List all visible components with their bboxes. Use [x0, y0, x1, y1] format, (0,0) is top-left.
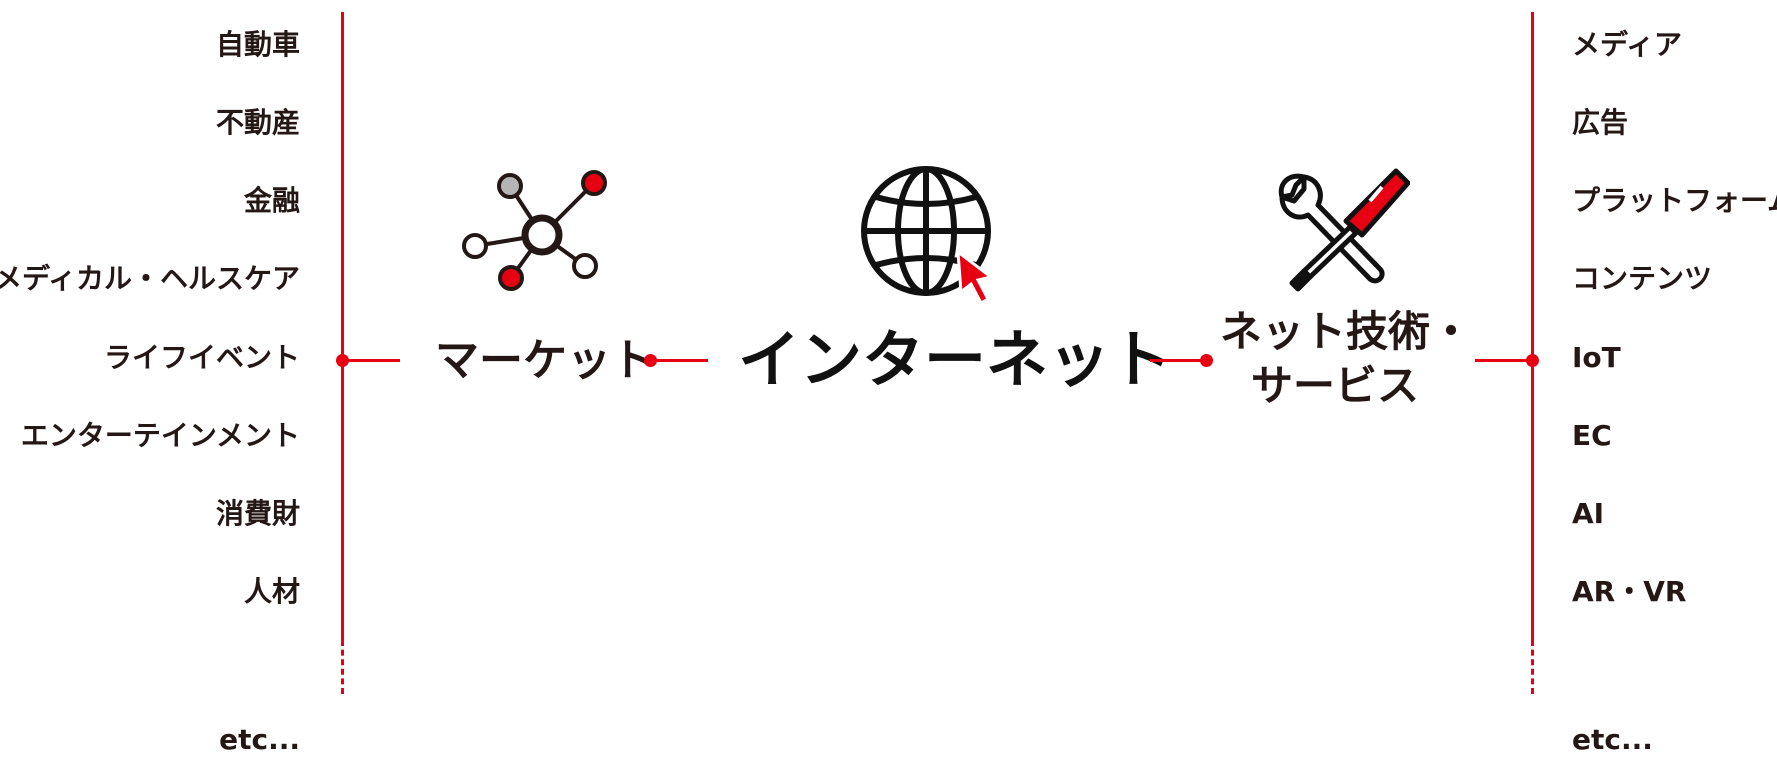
internet-tech-connector-line	[1150, 359, 1206, 362]
right-etc-label: etc...	[1572, 723, 1653, 756]
left-category-item: ライフイベント	[103, 341, 300, 374]
left-etc-label: etc...	[219, 723, 300, 756]
right-category-item: AI	[1572, 497, 1605, 530]
right-category-item: プラットフォーム	[1572, 184, 1777, 217]
left-dashed-line	[341, 640, 344, 694]
right-category-item: コンテンツ	[1572, 262, 1713, 295]
tech-label-line2: サービス	[1250, 361, 1419, 410]
network-nodes-icon	[460, 170, 610, 300]
left-category-item: 人材	[243, 575, 300, 608]
right-category-item: 広告	[1572, 106, 1629, 139]
left-category-item: 金融	[243, 184, 300, 217]
left-vertical-line	[341, 12, 344, 640]
right-category-item: メディア	[1572, 28, 1683, 61]
wrench-screwdriver-icon	[1270, 165, 1411, 295]
right-category-item: EC	[1572, 419, 1612, 452]
left-category-item: 消費財	[215, 497, 300, 530]
tech-connector-dot	[1200, 354, 1213, 367]
globe-cursor-icon	[860, 165, 1000, 306]
right-vertical-line	[1531, 12, 1534, 640]
left-category-item: 不動産	[215, 106, 300, 139]
left-category-item: 自動車	[215, 28, 300, 61]
market-label: マーケット	[435, 335, 655, 386]
tech-services-label: ネット技術・ サービス	[1220, 305, 1473, 413]
left-category-item: メディカル・ヘルスケア	[0, 262, 300, 295]
right-category-item: IoT	[1572, 341, 1621, 374]
tech-label-line1: ネット技術・	[1220, 307, 1473, 356]
right-category-item: AR・VR	[1572, 575, 1687, 608]
right-dashed-line	[1531, 640, 1534, 694]
left-connector-line	[342, 359, 400, 362]
right-connector-line	[1475, 359, 1533, 362]
internet-label: インターネット	[738, 323, 1173, 396]
market-internet-connector-line	[650, 359, 708, 362]
left-category-item: エンターテインメント	[20, 419, 300, 452]
